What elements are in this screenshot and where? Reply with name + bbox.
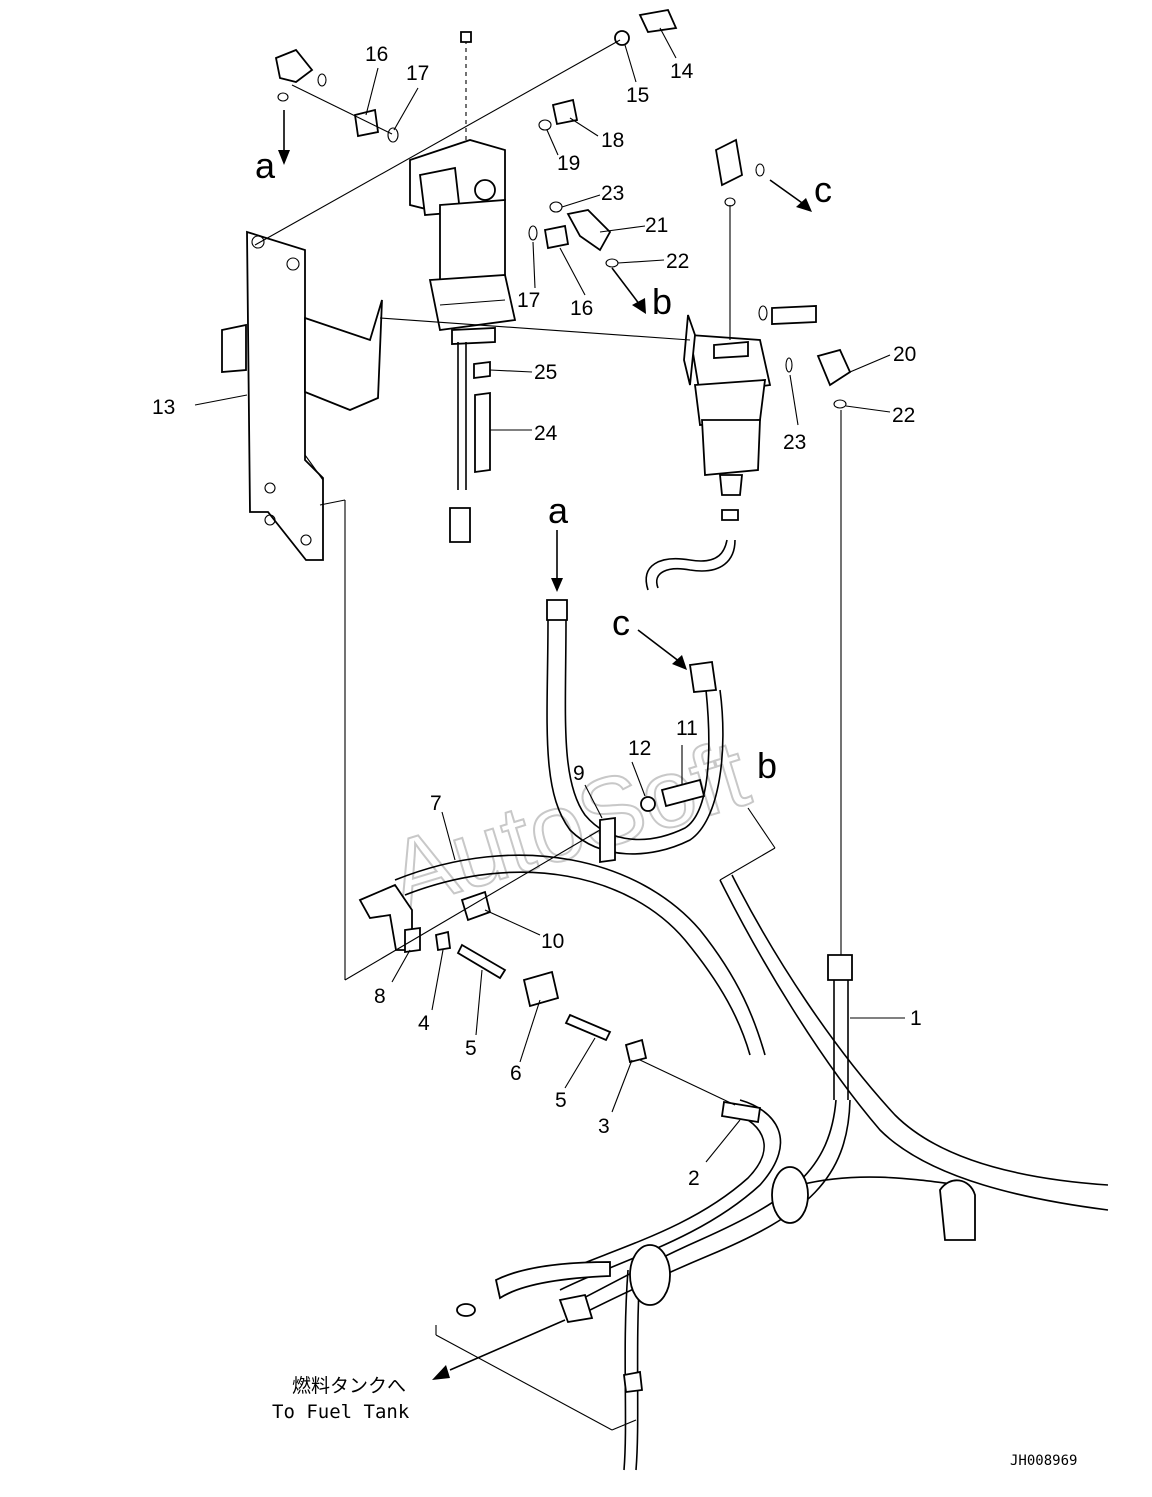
callout-25: 25 — [534, 361, 557, 384]
pipe-1 — [827, 410, 853, 1100]
callout-19: 19 — [557, 152, 580, 175]
callout-22b: 22 — [892, 404, 915, 427]
watermark: AutoSoft — [376, 719, 761, 931]
callout-2: 2 — [688, 1167, 700, 1190]
callout-17a: 17 — [406, 62, 429, 85]
view-letters: a b c a c b — [255, 145, 832, 786]
drawing-code: JH008969 — [1010, 1453, 1077, 1469]
callout-13: 13 — [152, 396, 175, 419]
view-marker-a-top: a — [255, 145, 276, 186]
view-marker-b-top: b — [652, 281, 672, 322]
destination-note: 燃料タンクへ To Fuel Tank — [272, 1375, 410, 1423]
callout-21: 21 — [645, 214, 668, 237]
view-marker-c-top: c — [814, 169, 832, 210]
main-fuel-filter — [409, 31, 517, 543]
callout-23a: 23 — [601, 182, 624, 205]
callout-7: 7 — [430, 792, 442, 815]
callout-23b: 23 — [783, 431, 806, 454]
callout-10: 10 — [541, 930, 564, 953]
callout-16a: 16 — [365, 43, 388, 66]
hoses — [358, 599, 1109, 1471]
secondary-fuel-filter — [645, 314, 772, 591]
bracket-13 — [221, 230, 383, 561]
callout-3: 3 — [598, 1115, 610, 1138]
view-arrows — [278, 110, 812, 1380]
callout-6: 6 — [510, 1062, 522, 1085]
callout-24: 24 — [534, 422, 558, 445]
watermark-text: AutoSoft — [377, 720, 760, 930]
leader-lines — [194, 27, 905, 1431]
grommets — [558, 1166, 976, 1324]
callout-1: 1 — [910, 1007, 922, 1030]
note-english: To Fuel Tank — [272, 1401, 410, 1423]
callout-17b: 17 — [517, 289, 540, 312]
callout-18: 18 — [601, 129, 624, 152]
callout-20: 20 — [893, 343, 916, 366]
note-japanese: 燃料タンクへ — [292, 1375, 406, 1397]
view-marker-b-bottom: b — [757, 745, 777, 786]
view-marker-a-bottom: a — [548, 490, 569, 531]
callout-numbers: 1 2 3 4 5 5 6 7 8 9 10 11 12 13 14 15 16… — [152, 43, 922, 1190]
small-parts — [274, 8, 852, 1394]
callout-9: 9 — [573, 762, 585, 785]
callout-5a: 5 — [465, 1037, 477, 1060]
callout-11: 11 — [676, 717, 698, 740]
callout-22a: 22 — [666, 250, 689, 273]
callout-15: 15 — [626, 84, 649, 107]
callout-5b: 5 — [555, 1089, 567, 1112]
callout-14: 14 — [670, 60, 694, 83]
callout-4: 4 — [418, 1012, 430, 1035]
view-marker-c-bottom: c — [612, 602, 630, 643]
callout-16b: 16 — [570, 297, 593, 320]
callout-8: 8 — [374, 985, 386, 1008]
callout-12: 12 — [628, 737, 651, 760]
